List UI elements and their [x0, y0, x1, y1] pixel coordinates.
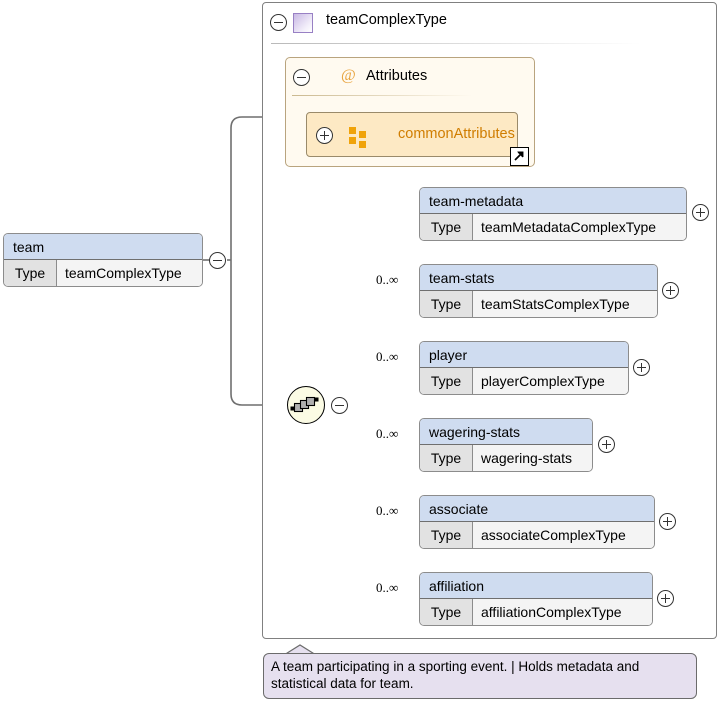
- plus-circle-icon-team-stats[interactable]: [662, 282, 679, 299]
- minus-circle-icon-attributes[interactable]: [293, 69, 310, 86]
- element-team-metadata[interactable]: team-metadata Type teamMetadataComplexTy…: [419, 187, 687, 241]
- complextype-square-icon: [293, 13, 313, 33]
- minus-circle-icon-complextype[interactable]: [270, 14, 287, 31]
- type-value: teamComplexType: [57, 260, 202, 286]
- at-symbol-icon: @: [341, 67, 356, 85]
- type-label: Type: [420, 445, 473, 471]
- type-label: Type: [4, 260, 57, 286]
- element-name: team-stats: [420, 265, 657, 291]
- sequence-compositor-node[interactable]: [287, 386, 325, 424]
- element-type-row: Type wagering-stats: [420, 445, 592, 471]
- header-divider: [271, 43, 641, 44]
- cardinality-team-stats: 0..∞: [376, 272, 398, 288]
- complextype-title: teamComplexType: [326, 12, 447, 28]
- element-type-row: Type associateComplexType: [420, 522, 654, 548]
- attributes-group-label: Attributes: [366, 68, 427, 84]
- plus-circle-icon-player[interactable]: [633, 359, 650, 376]
- element-type-row: Type affiliationComplexType: [420, 599, 652, 625]
- element-wagering-stats[interactable]: wagering-stats Type wagering-stats: [419, 418, 593, 472]
- cardinality-player: 0..∞: [376, 349, 398, 365]
- type-label: Type: [420, 522, 473, 548]
- complextype-header: teamComplexType: [263, 3, 716, 43]
- plus-circle-icon-wagering-stats[interactable]: [598, 436, 615, 453]
- element-type-row: Type playerComplexType: [420, 368, 628, 394]
- type-label: Type: [420, 214, 473, 240]
- element-name: wagering-stats: [420, 419, 592, 445]
- type-value: wagering-stats: [473, 445, 592, 471]
- element-type-row: Type teamStatsComplexType: [420, 291, 657, 317]
- external-link-arrow-icon[interactable]: [510, 147, 529, 166]
- element-name: associate: [420, 496, 654, 522]
- type-label: Type: [420, 291, 473, 317]
- cardinality-associate: 0..∞: [376, 503, 398, 519]
- element-affiliation[interactable]: affiliation Type affiliationComplexType: [419, 572, 653, 626]
- type-value: associateComplexType: [473, 522, 654, 548]
- type-label: Type: [420, 368, 473, 394]
- type-value: teamStatsComplexType: [473, 291, 657, 317]
- type-value: affiliationComplexType: [473, 599, 652, 625]
- element-player[interactable]: player Type playerComplexType: [419, 341, 629, 395]
- plus-circle-icon-affiliation[interactable]: [657, 590, 674, 607]
- cardinality-affiliation: 0..∞: [376, 580, 398, 596]
- plus-circle-icon-team-metadata[interactable]: [692, 204, 709, 221]
- element-team-stats[interactable]: team-stats Type teamStatsComplexType: [419, 264, 658, 318]
- attribute-group-ref-label: commonAttributes: [398, 126, 515, 142]
- element-type-row: Type teamComplexType: [4, 260, 202, 286]
- type-value: teamMetadataComplexType: [473, 214, 686, 240]
- attribute-group-squares-icon: [349, 127, 366, 144]
- sequence-icon: [288, 387, 324, 423]
- minus-circle-icon-root[interactable]: [209, 252, 226, 269]
- element-name: team: [4, 234, 202, 260]
- annotation-text: A team participating in a sporting event…: [263, 653, 697, 699]
- plus-circle-icon-commonattributes[interactable]: [316, 127, 333, 144]
- root-element-team[interactable]: team Type teamComplexType: [3, 233, 203, 287]
- type-value: playerComplexType: [473, 368, 628, 394]
- element-name: team-metadata: [420, 188, 686, 214]
- element-associate[interactable]: associate Type associateComplexType: [419, 495, 655, 549]
- minus-circle-icon-sequence[interactable]: [331, 397, 348, 414]
- cardinality-wagering-stats: 0..∞: [376, 426, 398, 442]
- element-name: affiliation: [420, 573, 652, 599]
- element-type-row: Type teamMetadataComplexType: [420, 214, 686, 240]
- plus-circle-icon-associate[interactable]: [659, 513, 676, 530]
- element-name: player: [420, 342, 628, 368]
- type-label: Type: [420, 599, 473, 625]
- attributes-divider: [292, 95, 472, 96]
- attribute-group-ref-commonattributes[interactable]: commonAttributes: [306, 112, 518, 157]
